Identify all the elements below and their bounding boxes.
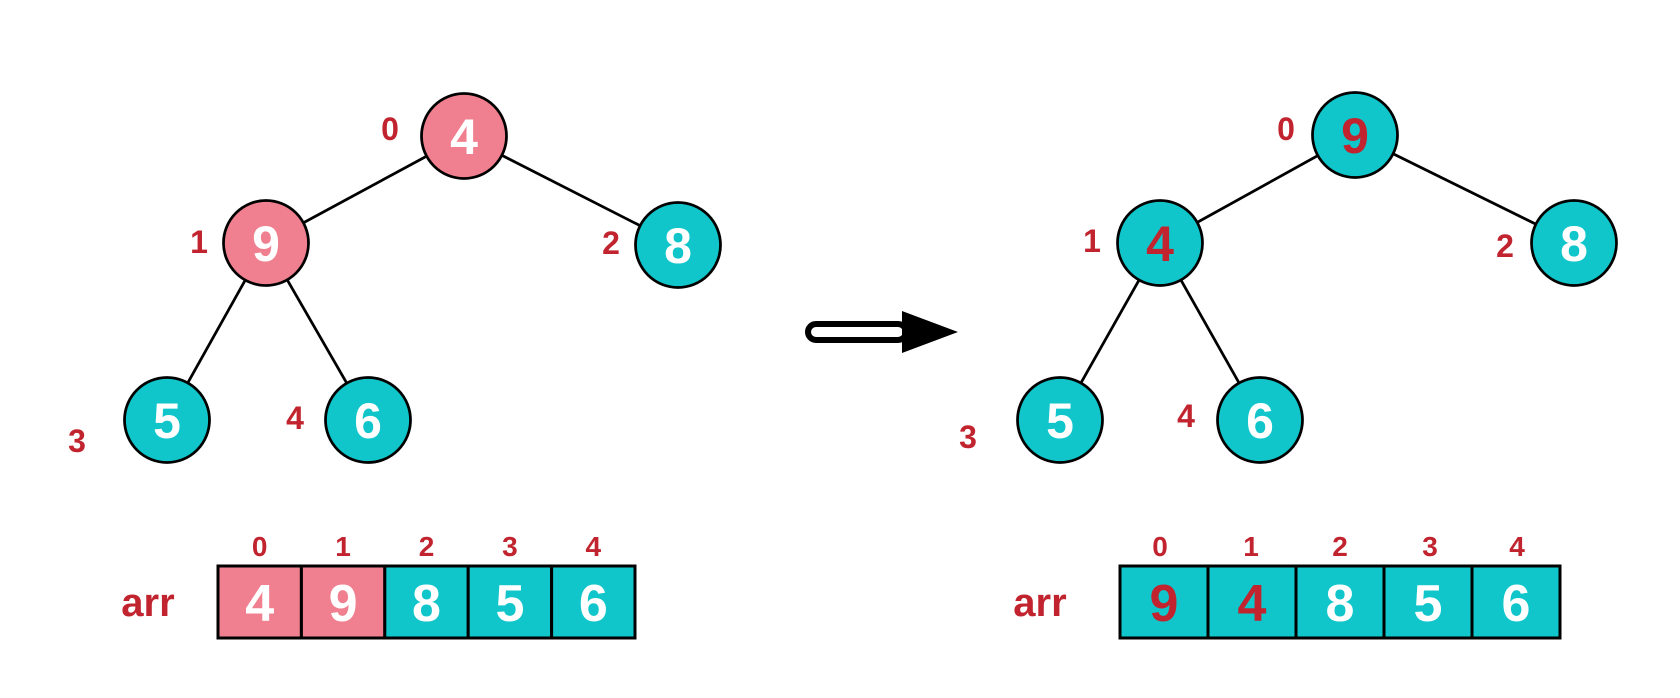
array-index-label: 3	[502, 531, 518, 562]
tree-node-value: 6	[1246, 393, 1274, 449]
array-cell-value: 4	[1238, 575, 1267, 633]
array-label: arr	[1013, 581, 1066, 625]
array-index-label: 4	[586, 531, 602, 562]
tree-node-value: 4	[450, 109, 478, 165]
tree-node-index: 3	[959, 419, 977, 455]
array-cell-value: 9	[1150, 575, 1179, 633]
left-tree: 4 9 8 5 6 0 1 2 3 4	[68, 92, 722, 464]
tree-node-index: 4	[1177, 398, 1195, 434]
tree-node-circle	[123, 376, 211, 464]
tree-node-circle	[420, 92, 508, 180]
array-cell-value: 5	[1414, 575, 1443, 633]
tree-node-value: 9	[1341, 108, 1369, 164]
array-cell	[466, 564, 554, 640]
tree-node-circle	[1116, 199, 1204, 287]
right-tree: 9 4 8 5 6 0 1 2 3 4	[959, 91, 1618, 464]
array-cell-value: 6	[1502, 575, 1531, 633]
arrow-head	[902, 311, 958, 353]
tree-node-value: 8	[1560, 216, 1588, 272]
array-cell-value: 5	[495, 575, 524, 633]
array-index-label: 4	[1509, 531, 1525, 562]
array-cell-value: 9	[329, 575, 358, 633]
tree-node-index: 4	[286, 400, 304, 436]
tree-node-index: 0	[381, 111, 399, 147]
tree-node-index: 1	[1083, 223, 1101, 259]
tree-node-value: 8	[664, 218, 692, 274]
tree-node-circle	[1216, 376, 1304, 464]
arrow-shaft	[805, 321, 909, 343]
tree-node-index: 3	[68, 423, 86, 459]
array-index-label: 3	[1422, 531, 1438, 562]
tree-node-value: 6	[354, 393, 382, 449]
tree-node-value: 5	[1046, 393, 1074, 449]
tree-node-circle	[1311, 91, 1399, 179]
array-cell	[1382, 564, 1474, 640]
array-cell	[1470, 564, 1562, 640]
tree-node-circle	[1016, 376, 1104, 464]
array-cell	[216, 564, 303, 640]
tree-node-value: 5	[153, 393, 181, 449]
array-label: arr	[121, 581, 174, 625]
array-cell	[383, 564, 470, 640]
array-cell	[550, 564, 637, 640]
right-array: arr 0 1 2 3 4 9 4 8 5 6	[1013, 531, 1562, 640]
tree-node-circle	[324, 376, 412, 464]
array-index-label: 2	[1332, 531, 1348, 562]
tree-node-circle	[634, 201, 722, 289]
array-cell-value: 6	[579, 575, 608, 633]
left-array: arr 0 1 2 3 4 4 9 8 5 6	[121, 531, 637, 640]
tree-node-value: 4	[1146, 216, 1174, 272]
array-index-label: 0	[252, 531, 268, 562]
tree-node-index: 1	[190, 224, 208, 260]
transform-arrow-icon	[805, 311, 958, 353]
tree-node-index: 2	[1496, 228, 1514, 264]
tree-node-circle	[1530, 199, 1618, 287]
tree-node-circle	[222, 199, 310, 287]
array-cell-value: 4	[245, 575, 274, 633]
tree-node-value: 9	[252, 216, 280, 272]
tree-node-index: 2	[602, 225, 620, 261]
array-cell-value: 8	[412, 575, 441, 633]
array-index-label: 2	[419, 531, 435, 562]
array-index-label: 1	[1243, 531, 1259, 562]
tree-node-index: 0	[1277, 111, 1295, 147]
array-cell-value: 8	[1326, 575, 1355, 633]
array-cell	[1206, 564, 1298, 640]
array-index-label: 1	[335, 531, 351, 562]
array-index-label: 0	[1152, 531, 1168, 562]
array-cell	[1294, 564, 1386, 640]
